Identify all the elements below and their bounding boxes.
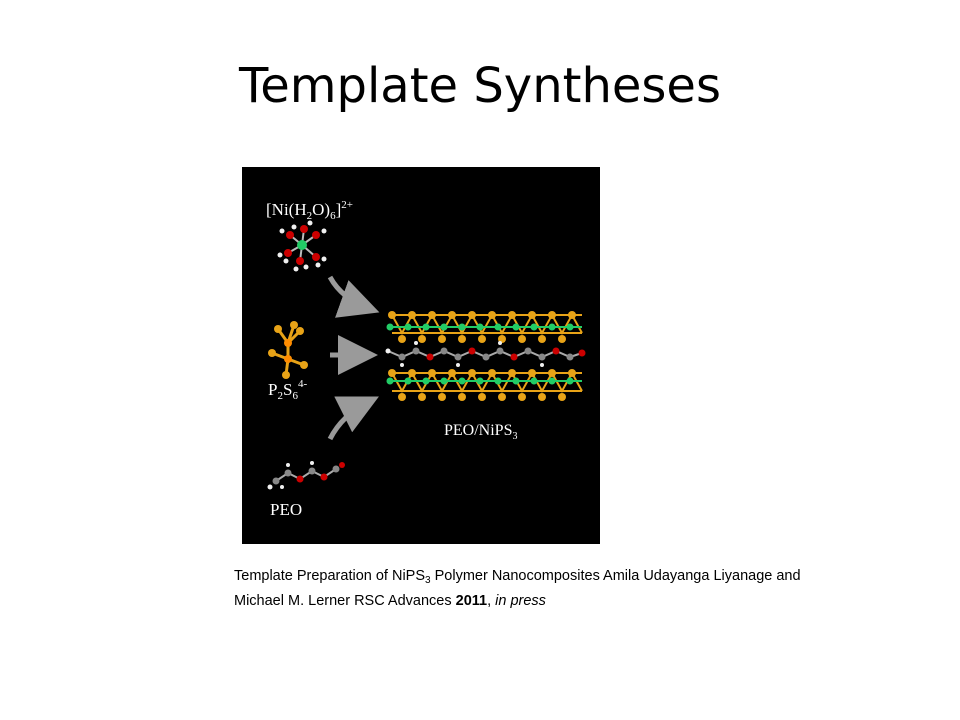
product-label: PEO/NiPS3 — [444, 422, 517, 442]
peo-label: PEO — [270, 500, 302, 519]
slide-title: Template Syntheses — [239, 58, 721, 114]
arrow-from-ni-complex — [327, 275, 380, 318]
synthesis-figure: [Ni(H2O)6]2+ — [242, 167, 600, 544]
caption-year: 2011 — [455, 593, 488, 609]
peo-nips3-layered-structure — [385, 311, 586, 401]
arrow-from-peo — [327, 396, 379, 441]
p2s6-molecule — [268, 321, 308, 379]
caption-status: in press — [495, 593, 546, 609]
figure-caption: Template Preparation of NiPS3 Polymer Na… — [234, 568, 801, 609]
synthesis-diagram: [Ni(H2O)6]2+ — [266, 199, 586, 519]
ni-complex-label: [Ni(H2O)6]2+ — [266, 199, 353, 222]
p2s6-label: P2S64- — [268, 378, 307, 402]
ni-complex-molecule — [277, 220, 327, 272]
peo-molecule — [267, 461, 345, 490]
